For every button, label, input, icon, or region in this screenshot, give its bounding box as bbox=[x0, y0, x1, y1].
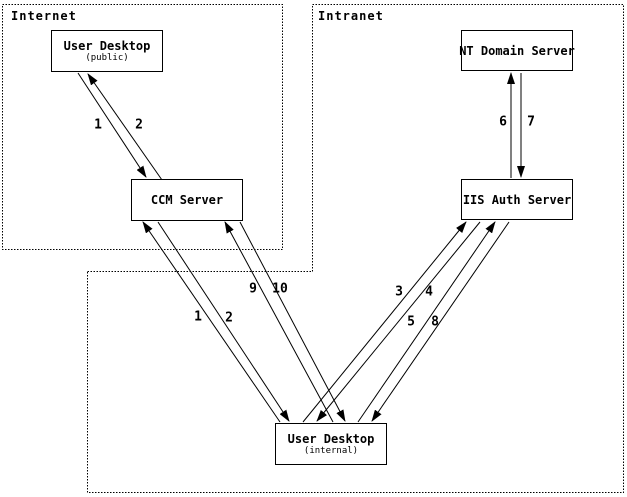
node-subtitle: (public) bbox=[85, 53, 129, 63]
edge-label-9: 9 bbox=[249, 281, 257, 297]
node-nt-domain-server: NT Domain Server bbox=[459, 30, 575, 71]
edge-label-1-internal: 1 bbox=[194, 309, 202, 325]
node-user-desktop-internal: User Desktop (internal) bbox=[275, 423, 387, 465]
edge-label-6: 6 bbox=[499, 114, 507, 130]
edge-label-4: 4 bbox=[425, 284, 433, 300]
edge-line-4 bbox=[316, 221, 481, 422]
node-title: User Desktop bbox=[63, 39, 151, 53]
edge-line-2-public bbox=[87, 73, 163, 181]
edge-label-2-public: 2 bbox=[135, 117, 143, 133]
edge-line-1-public bbox=[77, 72, 147, 178]
node-iis-auth-server: IIS Auth Server bbox=[461, 179, 573, 220]
zone-internet-outline bbox=[2, 4, 283, 250]
edge-label-8: 8 bbox=[431, 314, 439, 330]
edge-line-8 bbox=[371, 221, 510, 422]
zone-internet-label: Internet bbox=[11, 9, 77, 23]
edge-line-1-internal bbox=[142, 221, 281, 423]
node-title: User Desktop bbox=[287, 432, 375, 446]
node-user-desktop-public: User Desktop (public) bbox=[51, 30, 163, 72]
zone-intranet-label: Intranet bbox=[318, 9, 384, 23]
zone-intranet-outline bbox=[87, 4, 624, 493]
node-title: NT Domain Server bbox=[459, 43, 575, 58]
edge-line-2-internal bbox=[157, 221, 290, 422]
node-title: CCM Server bbox=[150, 193, 224, 207]
edge-label-3: 3 bbox=[395, 284, 403, 300]
edge-label-5: 5 bbox=[407, 314, 415, 330]
edge-label-10: 10 bbox=[272, 281, 288, 297]
edge-line-3 bbox=[302, 221, 467, 423]
edge-line-10 bbox=[239, 221, 346, 422]
node-subtitle: (internal) bbox=[303, 446, 359, 456]
node-ccm-server: CCM Server bbox=[131, 179, 243, 221]
edge-label-1-public: 1 bbox=[94, 117, 102, 133]
edge-label-2-internal: 2 bbox=[225, 310, 233, 326]
node-title: IIS Auth Server bbox=[462, 192, 572, 207]
edge-line-5 bbox=[357, 221, 496, 423]
edge-line-9 bbox=[224, 221, 334, 423]
edge-label-7: 7 bbox=[527, 114, 535, 130]
